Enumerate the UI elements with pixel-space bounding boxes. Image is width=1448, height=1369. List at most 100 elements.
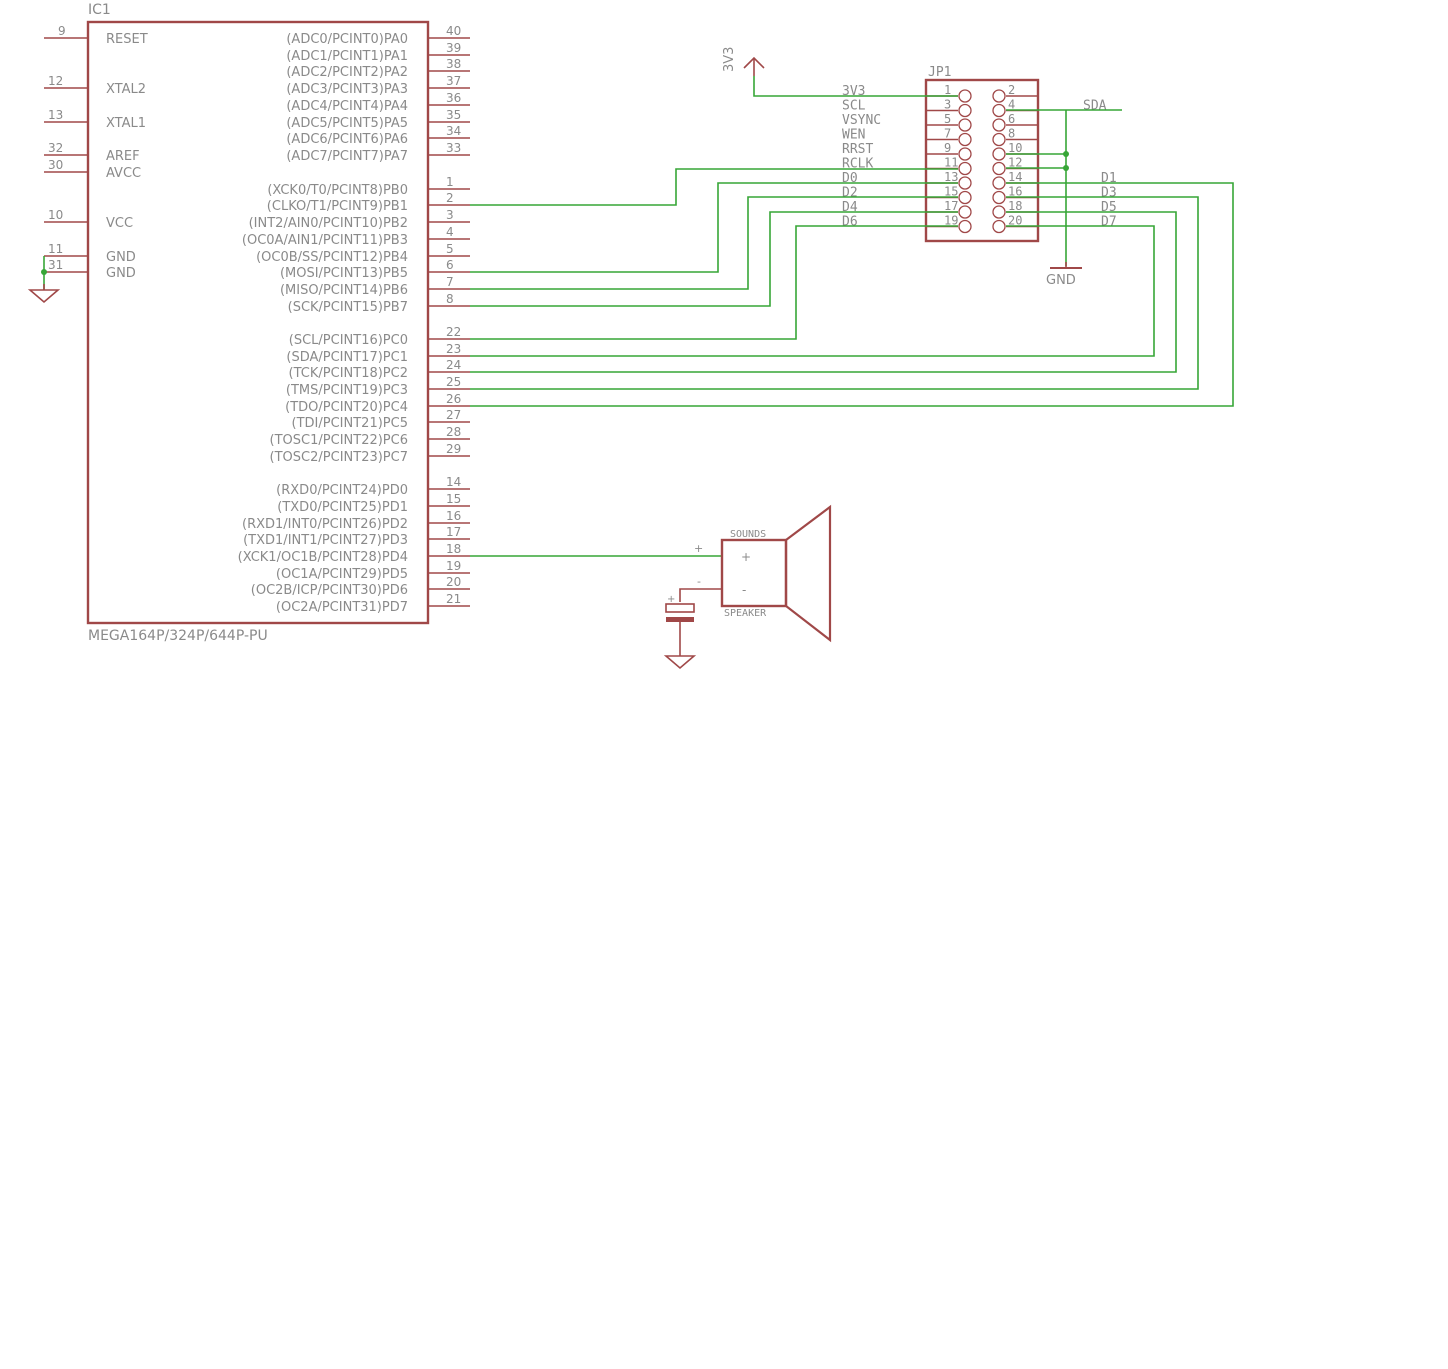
ic1-pin-label: (ADC0/PCINT0)PA0 (286, 32, 408, 47)
jp1-hole (992, 205, 1006, 219)
ic1-pin-label: (OC2B/ICP/PCINT30)PD6 (251, 583, 408, 598)
jp1-hole (992, 132, 1006, 147)
ic1-pin-num: 1 (446, 175, 454, 189)
ic1-pin-num: 9 (58, 24, 66, 38)
jp1-hole (992, 176, 1006, 190)
ic1-pin-label: (OC0A/AIN1/PCINT11)PB3 (242, 233, 408, 248)
speaker-capacitor: + (663, 594, 697, 670)
ic1-pin-num: 17 (446, 525, 461, 539)
ic1-pin-label: RESET (106, 32, 148, 47)
jp1-hole (992, 89, 1006, 103)
ic1-pin-num: 25 (446, 375, 461, 389)
jp1-pin-num: 19 (944, 214, 958, 228)
jp1-pin-num: 3 (944, 98, 951, 112)
jp1-signal-label: D3 (1101, 186, 1117, 201)
ic1-pin-num: 30 (48, 158, 63, 172)
jp1-pin-num: 12 (1008, 156, 1022, 170)
jp1-name: JP1 (928, 65, 951, 80)
jp1-pin-num: 1 (944, 83, 951, 97)
ic1-pin-label: (MOSI/PCINT13)PB5 (280, 266, 408, 281)
ic1-pin-label: (TOSC2/PCINT23)PC7 (270, 450, 408, 465)
jp1-pin-num: 11 (944, 156, 958, 170)
jp1-hole (958, 147, 972, 161)
jp1-hole (958, 205, 972, 219)
supply-arrow-icon (743, 56, 765, 69)
ic1-pin-label: VCC (106, 216, 133, 231)
jp1-hole (992, 103, 1006, 118)
ic1-pin-num: 20 (446, 575, 461, 589)
speaker-minus-outer: - (697, 575, 701, 588)
ground-symbol-icon (27, 289, 61, 304)
capacitor-plus: + (667, 594, 675, 605)
jp1-hole (992, 147, 1006, 161)
jp1-signal-label: RCLK (842, 157, 873, 172)
jp1-pin-num: 16 (1008, 185, 1022, 199)
ic1-pin-num: 14 (446, 475, 461, 489)
ic1-pin-label: (TMS/PCINT19)PC3 (286, 383, 408, 398)
ic1-pin-label: (OC2A/PCINT31)PD7 (276, 600, 408, 615)
ic1-pin-num: 5 (446, 242, 454, 256)
ic1-pin-label: XTAL1 (106, 116, 146, 131)
ic1-pin-label: AVCC (106, 166, 141, 181)
jp1-hole (958, 161, 972, 176)
ic1-pin-num: 15 (446, 492, 461, 506)
ic1-name: IC1 (88, 2, 111, 18)
ic1-pin-num: 38 (446, 57, 461, 71)
ic1-pin-label: (OC0B/SS/PCINT12)PB4 (256, 250, 408, 265)
jp1-hole (992, 118, 1006, 132)
ic1-pin-label: (SCL/PCINT16)PC0 (289, 333, 408, 348)
ic1-pin-label: (TDI/PCINT21)PC5 (292, 416, 408, 431)
jp1-hole (992, 190, 1006, 205)
jp1-hole (992, 161, 1006, 176)
jp1-signal-label: D6 (842, 215, 858, 230)
capacitor-plate-top-icon (665, 603, 695, 613)
speaker-bottom-label: SPEAKER (724, 608, 767, 619)
jp1-hole (992, 219, 1006, 234)
speaker-plus-inner: + (741, 550, 751, 564)
ic1-pin-label: (TDO/PCINT20)PC4 (285, 400, 408, 415)
jp1-signal-label: SCL (842, 99, 866, 114)
ic1-pin-label: (RXD1/INT0/PCINT26)PD2 (242, 517, 408, 532)
ic1-pin-num: 37 (446, 74, 461, 88)
jp1-pin-num: 20 (1008, 214, 1022, 228)
ic1-pin-label: (SDA/PCINT17)PC1 (286, 350, 408, 365)
speaker-minus-inner: - (742, 583, 746, 597)
ic1-pin-num: 36 (446, 91, 461, 105)
ic1-pin-label: (ADC2/PCINT2)PA2 (286, 65, 408, 80)
ic1-pin-num: 6 (446, 258, 454, 272)
jp1-signal-label: RRST (842, 142, 873, 157)
ic1-pin-num: 11 (48, 242, 63, 256)
jp1-hole (958, 89, 972, 103)
ic1-pin-label: (ADC7/PCINT7)PA7 (286, 149, 408, 164)
ic1-pin-label: (XCK0/T0/PCINT8)PB0 (267, 183, 408, 198)
ic1-right-pins: 40 39 38 37 36 35 34 33 1 2 3 4 5 6 7 8 … (238, 24, 470, 615)
ic1-pin-label: (XCK1/OC1B/PCINT28)PD4 (238, 550, 408, 565)
jp1-pin-num: 4 (1008, 98, 1015, 112)
jp1-signal-label: WEN (842, 128, 865, 143)
ic1-pin-label: AREF (106, 149, 140, 164)
ic1-pin-num: 33 (446, 141, 461, 155)
ic1-pin-num: 2 (446, 191, 454, 205)
ic1-pin-label: (INT2/AIN0/PCINT10)PB2 (249, 216, 408, 231)
ic1-pin-num: 23 (446, 342, 461, 356)
ic1-pin-num: 22 (446, 325, 461, 339)
ic1-pin-num: 19 (446, 559, 461, 573)
jp1-hole (958, 103, 972, 118)
jp1-pin-num: 18 (1008, 199, 1022, 213)
jp1-hole (958, 176, 972, 190)
ground-symbol-icon (663, 655, 697, 670)
ic1-pin-label: XTAL2 (106, 82, 146, 97)
ic1-pin-label: (CLKO/T1/PCINT9)PB1 (267, 199, 408, 214)
ic1-pin-label: (SCK/PCINT15)PB7 (288, 300, 408, 315)
jp1-pin-num: 14 (1008, 170, 1022, 184)
ic1-pin-num: 27 (446, 408, 461, 422)
wires (470, 76, 1234, 557)
ic1-pin-label: GND (106, 250, 136, 265)
ic1-symbol: IC1 MEGA164P/324P/644P-PU 9 12 13 32 30 … (44, 2, 470, 644)
ic1-pin-num: 21 (446, 592, 461, 606)
jp1-signal-label: D7 (1101, 215, 1117, 230)
ic1-pin-num: 35 (446, 108, 461, 122)
speaker-body (720, 538, 788, 608)
ic1-pin-num: 40 (446, 24, 461, 38)
